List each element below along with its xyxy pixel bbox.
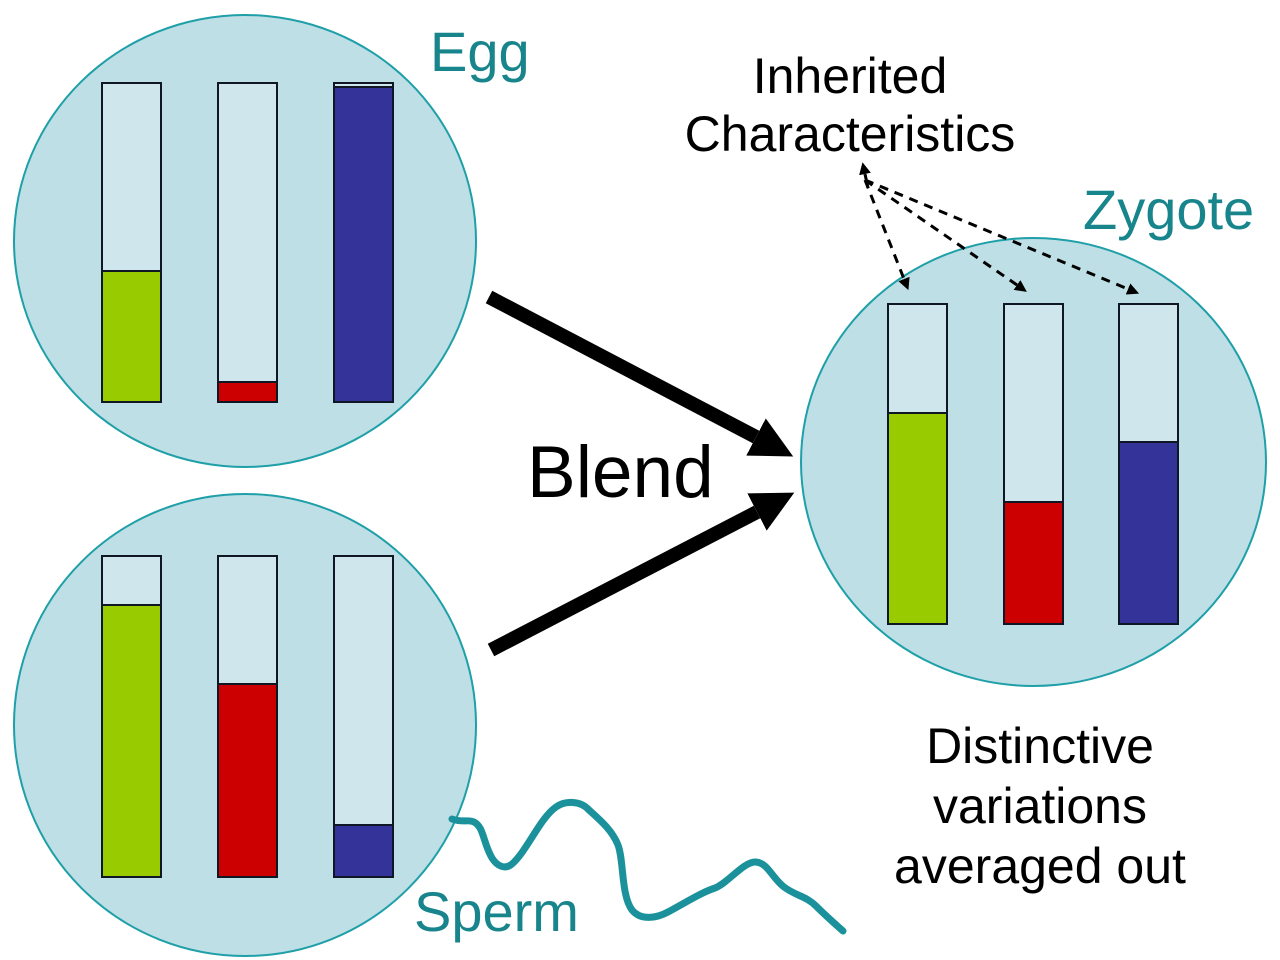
- zygote-trait-bar-blue-fill: [1118, 440, 1179, 625]
- zygote-trait-bar-red-fill: [1003, 500, 1064, 625]
- caption-line1: Distinctive: [926, 718, 1154, 774]
- blend-label: Blend: [527, 432, 714, 513]
- sperm-trait-bar-green-fill: [101, 603, 162, 878]
- sperm-trait-bar-blue: [333, 555, 394, 878]
- blend-arrow-from-egg: [485, 290, 794, 457]
- egg-trait-bar-blue-fill: [333, 86, 394, 403]
- egg-trait-bar-blue: [333, 82, 394, 403]
- egg-cell-group: [13, 14, 477, 468]
- zygote-trait-bar-green: [887, 303, 948, 625]
- egg-trait-bar-green: [101, 82, 162, 403]
- zygote-cell-group: [800, 237, 1267, 687]
- zygote-trait-bar-blue: [1118, 303, 1179, 625]
- sperm-trait-bar-green: [101, 555, 162, 878]
- sperm-cell-group: [13, 493, 477, 957]
- sperm-trait-bar-blue-fill: [333, 823, 394, 878]
- egg-trait-bar-green-fill: [101, 269, 162, 403]
- egg-trait-bar-red-fill: [217, 380, 278, 403]
- zygote-trait-bar-red: [1003, 303, 1064, 625]
- inherited-characteristics-line1: Inherited: [752, 48, 948, 104]
- callout-arrow-to-label: [859, 162, 871, 189]
- inherited-characteristics-line2: Characteristics: [684, 106, 1016, 162]
- egg-label: Egg: [430, 20, 530, 83]
- sperm-trait-bar-red: [217, 555, 278, 878]
- zygote-trait-bar-green-fill: [887, 411, 948, 625]
- caption-line3: averaged out: [894, 838, 1186, 894]
- zygote-label: Zygote: [1083, 178, 1255, 241]
- distinctive-variations-caption: Distinctive variations averaged out: [878, 716, 1202, 896]
- egg-trait-bar-red: [217, 82, 278, 403]
- blend-arrow-from-sperm: [487, 492, 795, 657]
- caption-line2: variations: [933, 778, 1147, 834]
- inherited-characteristics-label: Inherited Characteristics: [650, 47, 1050, 163]
- sperm-label: Sperm: [414, 880, 579, 943]
- sperm-trait-bar-red-fill: [217, 683, 278, 878]
